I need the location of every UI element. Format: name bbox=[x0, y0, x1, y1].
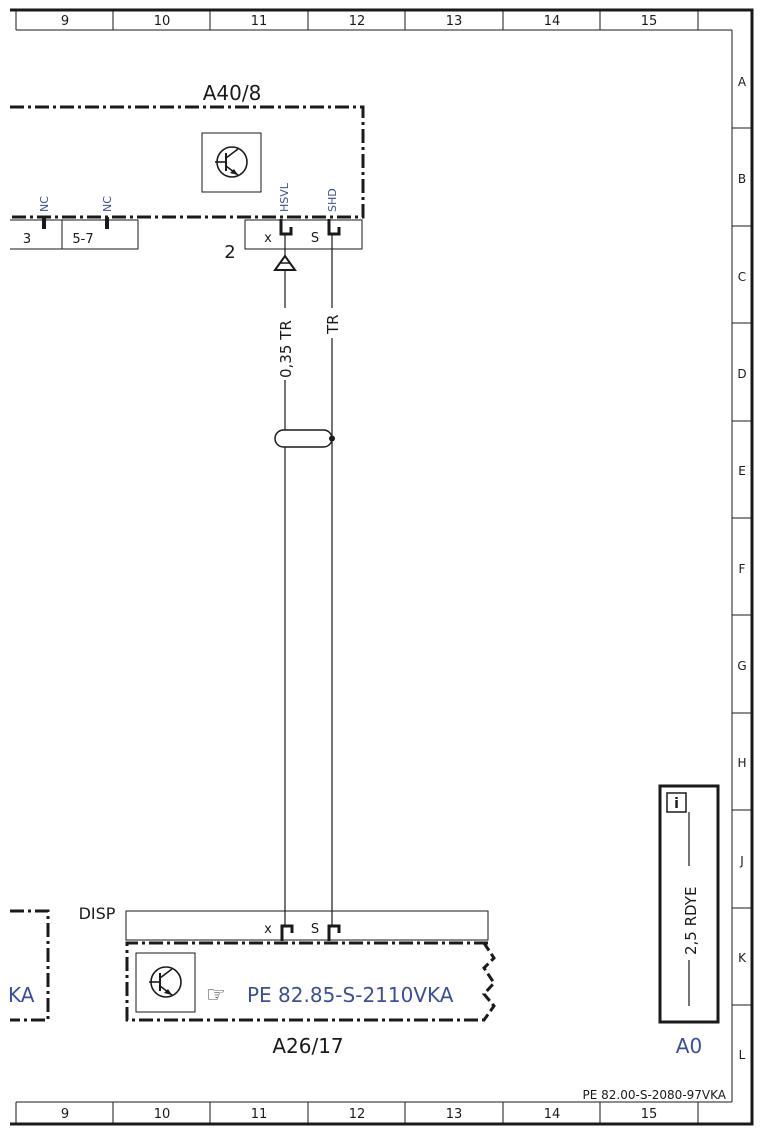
transistor-icon bbox=[135, 952, 196, 1013]
row-label: E bbox=[738, 464, 746, 478]
pin-label-nc: NC bbox=[101, 196, 114, 212]
wire-label: 2,5 RDYE bbox=[682, 887, 700, 955]
row-label: L bbox=[739, 1048, 746, 1062]
connector-name-disp: DISP bbox=[79, 904, 116, 923]
column-label: 14 bbox=[544, 14, 561, 29]
signal-label-hsvl: HSVL bbox=[278, 182, 291, 212]
connector-number: 2 bbox=[224, 242, 235, 263]
transistor-icon bbox=[201, 132, 262, 193]
reference-link[interactable]: PE 82.85-S-2110VKA bbox=[247, 983, 454, 1007]
column-label: 14 bbox=[544, 1107, 561, 1122]
column-label: 13 bbox=[446, 1107, 463, 1122]
row-label: G bbox=[737, 659, 746, 673]
pin-number: 3 bbox=[23, 232, 31, 247]
partial-reference[interactable]: KA bbox=[8, 983, 35, 1007]
plug-pin-x bbox=[280, 924, 294, 941]
row-label: K bbox=[738, 951, 747, 965]
row-label: B bbox=[738, 172, 746, 186]
column-label: 9 bbox=[61, 1107, 69, 1122]
pin-number: 5-7 bbox=[72, 232, 93, 247]
drawing-frame bbox=[10, 8, 754, 1126]
column-label: 15 bbox=[641, 14, 658, 29]
pin-letter-x: x bbox=[264, 922, 272, 937]
column-label: 12 bbox=[349, 14, 366, 29]
column-label: 15 bbox=[641, 1107, 658, 1122]
row-label: F bbox=[739, 562, 746, 576]
column-label: 12 bbox=[349, 1107, 366, 1122]
socket-pin-x bbox=[279, 219, 293, 236]
socket-pin-s bbox=[327, 219, 341, 236]
wire-label: 0,35 TR bbox=[277, 320, 295, 378]
column-label: 10 bbox=[154, 1107, 171, 1122]
a40-connector-2 bbox=[244, 219, 363, 250]
component-a40-8: A40/8 NC NC 3 5-7 2 HSVL SHD x bbox=[10, 81, 365, 263]
wire-label: TR bbox=[324, 314, 342, 335]
column-label: 11 bbox=[251, 14, 268, 29]
wire-harness bbox=[273, 234, 335, 926]
twisted-pair-marker bbox=[274, 429, 333, 448]
component-a26-name: A26/17 bbox=[272, 1034, 343, 1058]
ground-reference[interactable]: A0 bbox=[676, 1034, 702, 1058]
pin-letter-s: S bbox=[311, 922, 319, 937]
partial-component-left: KA bbox=[8, 909, 50, 1022]
pin-label-nc: NC bbox=[38, 196, 51, 212]
info-icon[interactable]: i bbox=[666, 792, 687, 813]
plug-pin-s bbox=[327, 924, 341, 941]
row-label: A bbox=[738, 75, 747, 89]
column-label: 9 bbox=[61, 14, 69, 29]
column-label: 10 bbox=[154, 14, 171, 29]
pin-letter-s: S bbox=[311, 231, 319, 246]
component-a26-17: DISP x S ☞ PE 82.85-S-2110VKA A26/17 bbox=[79, 904, 496, 1058]
disp-connector bbox=[125, 910, 489, 941]
info-box: i 2,5 RDYE bbox=[658, 784, 720, 1024]
a40-housing bbox=[10, 105, 365, 219]
row-label: C bbox=[738, 270, 746, 284]
component-a40-name: A40/8 bbox=[203, 81, 262, 105]
signal-label-shd: SHD bbox=[326, 188, 339, 212]
row-label: D bbox=[737, 367, 746, 381]
column-label: 13 bbox=[446, 14, 463, 29]
a26-housing bbox=[125, 941, 488, 1022]
document-id: PE 82.00-S-2080-97VKA bbox=[583, 1088, 727, 1102]
column-label: 11 bbox=[251, 1107, 268, 1122]
pointing-hand-icon: ☞ bbox=[206, 983, 226, 1008]
pin-letter-x: x bbox=[264, 231, 272, 246]
row-label: J bbox=[739, 854, 744, 868]
row-label: H bbox=[737, 756, 746, 770]
svg-text:i: i bbox=[674, 796, 679, 812]
